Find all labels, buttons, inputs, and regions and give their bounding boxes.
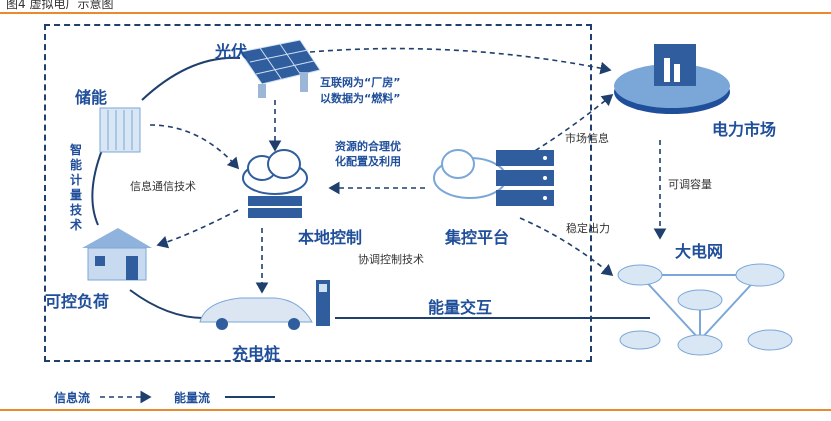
info-arrow-storage-local	[149, 124, 240, 170]
info-arrow-local-load	[156, 209, 239, 249]
pv-label: 光伏	[215, 42, 248, 61]
stable-output-label: 稳定出力	[566, 222, 610, 235]
resource-allocation-note-1: 资源的合理优	[335, 140, 401, 153]
charging-pile-label: 充电桩	[232, 344, 281, 363]
energy-arc-storage-pv	[141, 56, 241, 101]
battery-storage-icon	[99, 107, 141, 153]
central-platform-label: 集控平台	[445, 228, 510, 247]
electric-car-icon	[199, 297, 313, 330]
legend-info-flow-label: 信息流	[54, 391, 91, 405]
market-info-label: 市场信息	[565, 132, 609, 145]
power-market-label: 电力市场	[712, 120, 777, 139]
resource-allocation-note-2: 化配置及利用	[335, 155, 401, 168]
central-platform-icon	[433, 149, 554, 206]
legend-energy-flow-label: 能量流	[174, 391, 211, 405]
solar-panel-icon	[239, 39, 321, 98]
top-rule	[0, 12, 831, 14]
charging-pile-icon	[316, 280, 330, 326]
power-grid-network-icon	[617, 263, 793, 356]
energy-arc-load-pile	[129, 289, 211, 320]
internet-factory-note: 互联网为“厂房”	[320, 76, 401, 89]
smart-metering-label: 智 能 计 量 技 术	[70, 143, 83, 232]
local-control-label: 本地控制	[298, 228, 363, 247]
energy-exchange-label: 能量交互	[428, 298, 493, 317]
info-comm-tech-label: 信息通信技术	[130, 180, 196, 193]
coord-control-tech-label: 协调控制技术	[358, 253, 424, 266]
power-market-icon	[614, 44, 730, 114]
energy-arc-storage-load	[91, 149, 103, 226]
adjustable-capacity-label: 可调容量	[668, 178, 712, 191]
main-grid-label: 大电网	[675, 242, 724, 261]
storage-label: 储能	[75, 88, 108, 107]
info-arrow-platform-grid	[519, 217, 614, 277]
figure-title: 图4 虚拟电厂示意图	[6, 0, 114, 11]
local-control-icon	[242, 149, 308, 218]
bottom-rule	[0, 409, 831, 411]
house-icon	[82, 228, 152, 281]
data-fuel-note: 以数据为“燃料”	[320, 92, 401, 105]
energy-arc-pv-grid	[309, 47, 612, 75]
controllable-load-label: 可控负荷	[45, 292, 110, 311]
virtual-plant-boundary	[44, 24, 592, 362]
